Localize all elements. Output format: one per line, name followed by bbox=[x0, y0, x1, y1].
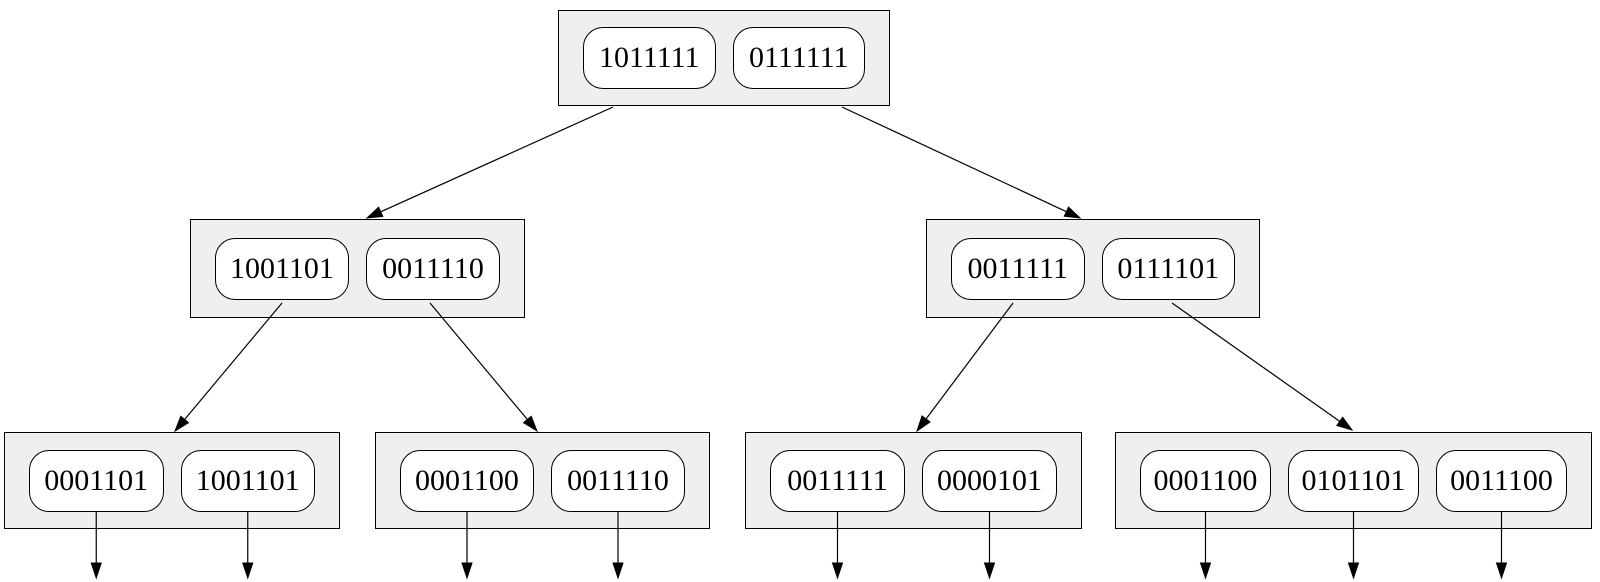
edge-internal-right-to-leaf-4-line bbox=[1171, 302, 1341, 422]
key-value: 0011111 bbox=[787, 463, 888, 497]
key-cell-leaf-1-1: 1001101 bbox=[180, 449, 315, 512]
key-cell-leaf-2-1: 0011110 bbox=[551, 449, 685, 512]
key-cell-internal-right-1: 0111101 bbox=[1101, 237, 1235, 300]
tree-node-internal-left: 1001101 0011110 bbox=[190, 219, 525, 318]
edge-root-to-internal-left-arrowhead bbox=[365, 206, 384, 219]
tree-node-leaf-2: 0001100 0011110 bbox=[375, 432, 710, 529]
record-pointer-leaf-1-1-arrowhead bbox=[242, 562, 254, 580]
record-pointer-leaf-2-0-arrowhead bbox=[461, 562, 473, 580]
key-value: 0001100 bbox=[415, 463, 519, 497]
key-cell-leaf-4-0: 0001100 bbox=[1140, 449, 1271, 512]
key-cell-internal-right-0: 0011111 bbox=[951, 237, 1085, 300]
record-pointer-leaf-3-0-arrowhead bbox=[831, 562, 844, 580]
key-cell-internal-left-1: 0011110 bbox=[366, 237, 500, 300]
record-pointer-leaf-4-2-arrowhead bbox=[1495, 562, 1508, 580]
tree-node-leaf-4: 0001100 0101101 0011100 bbox=[1115, 432, 1592, 529]
key-value: 0011100 bbox=[1450, 463, 1553, 497]
record-pointer-leaf-3-1-arrowhead bbox=[983, 562, 996, 580]
key-value: 1001101 bbox=[230, 251, 334, 285]
tree-node-leaf-1: 0001101 1001101 bbox=[4, 432, 340, 529]
edge-internal-left-to-leaf-1-arrowhead bbox=[173, 415, 190, 433]
tree-node-leaf-3: 0011111 0000101 bbox=[745, 432, 1082, 529]
key-cell-leaf-3-0: 0011111 bbox=[770, 449, 905, 512]
key-value: 1011111 bbox=[598, 41, 700, 74]
key-value: 0011111 bbox=[967, 251, 1069, 285]
key-cell-root-1: 0111111 bbox=[732, 27, 865, 89]
key-cell-leaf-4-1: 0101101 bbox=[1288, 449, 1419, 512]
edge-internal-left-to-leaf-2-arrowhead bbox=[522, 415, 539, 433]
tree-node-root: 1011111 0111111 bbox=[558, 10, 890, 106]
record-pointer-leaf-4-1-arrowhead bbox=[1347, 562, 1360, 580]
key-cell-leaf-2-0: 0001100 bbox=[400, 449, 534, 512]
key-value: 0011110 bbox=[382, 251, 484, 285]
key-value: 0001100 bbox=[1153, 463, 1258, 497]
edge-internal-right-to-leaf-3-arrowhead bbox=[916, 415, 931, 433]
key-cell-root-0: 1011111 bbox=[583, 27, 716, 89]
record-pointer-leaf-2-1-arrowhead bbox=[612, 562, 624, 580]
edge-root-to-internal-right-line bbox=[841, 106, 1067, 213]
edge-root-to-internal-left-line bbox=[380, 106, 614, 213]
edge-internal-right-to-leaf-3-line bbox=[925, 302, 1014, 420]
edge-internal-left-to-leaf-1-line bbox=[184, 302, 283, 420]
record-pointer-leaf-1-0-arrowhead bbox=[90, 562, 102, 580]
key-cell-internal-left-0: 1001101 bbox=[215, 237, 349, 300]
key-value: 0001101 bbox=[44, 463, 149, 497]
key-value: 0111111 bbox=[749, 41, 849, 74]
key-value: 0000101 bbox=[937, 463, 1042, 497]
key-cell-leaf-4-2: 0011100 bbox=[1436, 449, 1567, 512]
key-value: 0011110 bbox=[567, 463, 669, 497]
edge-internal-right-to-leaf-4-arrowhead bbox=[1336, 416, 1354, 431]
key-cell-leaf-1-0: 0001101 bbox=[29, 449, 164, 512]
record-pointer-leaf-4-0-arrowhead bbox=[1199, 562, 1212, 580]
key-value: 0111101 bbox=[1117, 251, 1220, 285]
edge-internal-left-to-leaf-2-line bbox=[429, 302, 528, 420]
edge-root-to-internal-right-arrowhead bbox=[1063, 206, 1082, 219]
key-cell-leaf-3-1: 0000101 bbox=[922, 449, 1057, 512]
tree-node-internal-right: 0011111 0111101 bbox=[926, 219, 1260, 318]
key-value: 1001101 bbox=[195, 463, 300, 497]
key-value: 0101101 bbox=[1301, 463, 1406, 497]
